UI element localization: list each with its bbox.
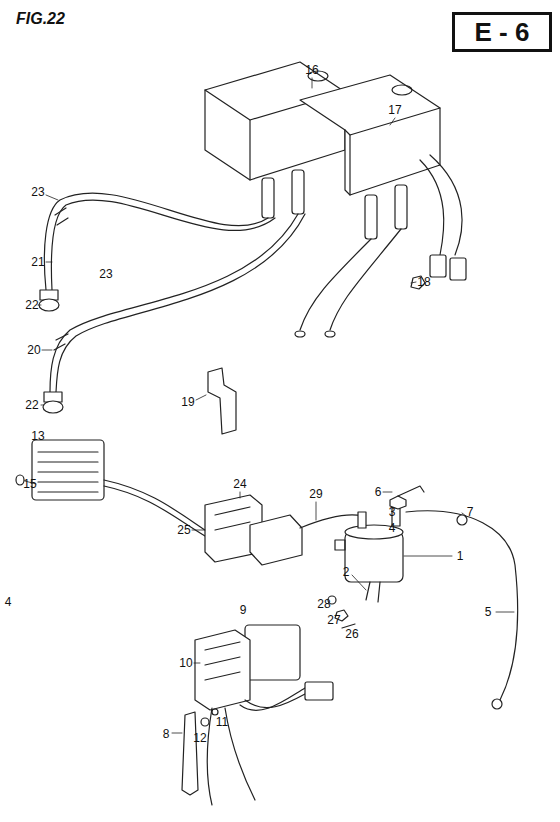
fuse-box [195, 596, 355, 805]
callout-number: 28 [317, 598, 330, 610]
callout-number: 13 [31, 430, 44, 442]
callout-number: 22 [25, 299, 38, 311]
section-box: E - 6 [452, 12, 552, 52]
callout-number: 21 [31, 256, 44, 268]
callout-number: 25 [177, 524, 190, 536]
callout-number: 9 [240, 604, 247, 616]
leader-line [25, 78, 514, 733]
callout-number: 8 [163, 728, 170, 740]
callout-number: 24 [233, 478, 246, 490]
callout-number: 17 [388, 104, 401, 116]
callout-number: 16 [305, 64, 318, 76]
callout-number: 18 [417, 276, 430, 288]
regulator [16, 440, 205, 536]
callout-number: 6 [375, 486, 382, 498]
callout-number: 29 [309, 488, 322, 500]
callout-number: 11 [216, 716, 228, 728]
starter-relay [335, 486, 518, 709]
callout-number: 3 [389, 506, 396, 518]
callout-number: 5 [485, 606, 492, 618]
callout-number: 23 [31, 186, 44, 198]
figure-title: FIG.22 [16, 10, 65, 28]
callout-number: 4 [389, 522, 396, 534]
callout-number: 2 [343, 566, 350, 578]
callout-number: 23 [99, 268, 112, 280]
callout-number: 12 [193, 732, 206, 744]
callout-number: 26 [345, 628, 358, 640]
callout-number: 4 [5, 596, 12, 608]
callout-number: 7 [467, 506, 474, 518]
callout-number: 27 [327, 614, 340, 626]
connector-block [205, 495, 362, 565]
section-code: E - 6 [475, 19, 530, 45]
clip [182, 712, 198, 795]
callout-number: 15 [23, 478, 36, 490]
callout-number: 1 [457, 550, 464, 562]
bracket [208, 368, 236, 434]
callout-number: 20 [27, 344, 40, 356]
callout-number: 10 [179, 657, 192, 669]
coil-wire [411, 155, 466, 289]
callout-number: 19 [181, 396, 194, 408]
ignition-coil [205, 62, 440, 239]
callout-number: 22 [25, 399, 38, 411]
